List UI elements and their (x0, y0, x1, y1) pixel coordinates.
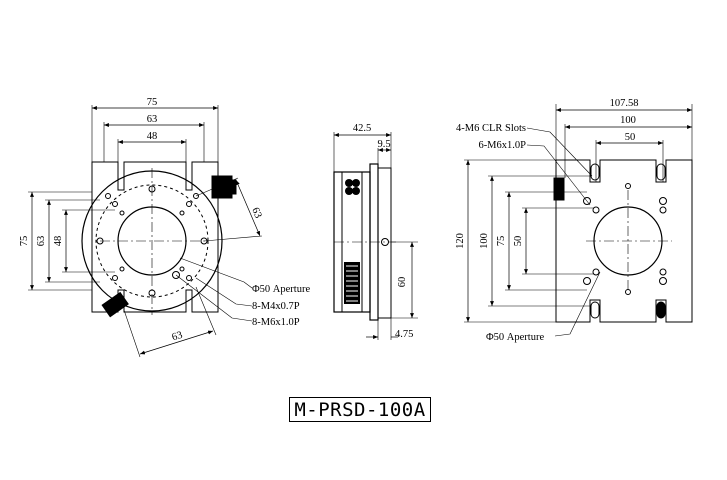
right-dim-120: 120 (455, 233, 466, 249)
right-hole (659, 268, 667, 276)
front-view (28, 105, 263, 358)
leader-clr (526, 127, 593, 177)
leader-aperture-right (554, 271, 601, 337)
front-hole (193, 193, 199, 199)
front-hole (186, 201, 192, 207)
right-slot (590, 301, 600, 319)
right-hole (625, 289, 631, 295)
front-hole (112, 201, 118, 207)
right-dim-50: 50 (513, 236, 524, 247)
front-dim-75-left: 75 (19, 236, 30, 247)
right-hole (659, 197, 667, 205)
side-dim-4-75: 4.75 (395, 329, 413, 340)
model-name-box: M-PRSD-100A (289, 397, 431, 422)
right-dim-50-top: 50 (625, 132, 636, 143)
right-hole (659, 206, 667, 214)
right-knob (553, 177, 565, 201)
right-view (464, 104, 693, 337)
front-knob-lower (101, 291, 129, 318)
front-callout-m6: 8-M6x1.0P (252, 317, 300, 328)
side-dim-42-5: 42.5 (353, 123, 371, 134)
leader-m6-right (526, 144, 591, 206)
front-base-plate (91, 161, 233, 313)
right-hole (659, 277, 667, 285)
front-knob-upper-cap (231, 179, 237, 195)
right-callout-clr: 4-M6 CLR Slots (456, 123, 526, 134)
right-hole (592, 206, 600, 214)
right-hole (583, 277, 591, 285)
front-dim-63-top: 63 (147, 114, 158, 125)
front-hole (172, 271, 180, 279)
right-hole (625, 183, 631, 189)
front-hole (179, 266, 185, 272)
right-dim-100-top: 100 (620, 115, 636, 126)
front-hole (105, 193, 111, 199)
right-slot (656, 301, 666, 319)
side-plate (377, 167, 392, 319)
front-dim-63-left: 63 (36, 236, 47, 247)
leader-m4 (195, 277, 253, 307)
right-callout-aperture: Φ50 Aperture (486, 332, 544, 343)
side-dim-60: 60 (397, 277, 408, 288)
front-dim-75-top: 75 (147, 97, 158, 108)
leader-m6 (175, 274, 253, 322)
front-callout-aperture: Φ50 Aperture (252, 284, 310, 295)
model-name: M-PRSD-100A (294, 398, 426, 421)
right-hole (583, 197, 591, 205)
right-dim-75: 75 (496, 236, 507, 247)
dim-line-63-right (235, 179, 261, 237)
front-dim-63-right: 63 (249, 206, 263, 220)
right-hole (592, 268, 600, 276)
side-view (333, 132, 418, 340)
front-rotary-ring (95, 184, 209, 298)
dim-line-63-bottom (139, 330, 214, 355)
right-dim-100-left: 100 (479, 233, 490, 249)
front-callout-m4: 8-M4x0.7P (252, 301, 300, 312)
front-knob-upper (211, 175, 233, 199)
front-hole (112, 275, 118, 281)
front-hole (186, 275, 192, 281)
side-dim-9-5: 9.5 (377, 139, 390, 150)
right-callout-m6: 6-M6x1.0P (478, 140, 526, 151)
leader-aperture (179, 257, 253, 289)
right-slot (590, 163, 600, 181)
front-hole (119, 266, 125, 272)
front-dim-48-left: 48 (53, 236, 64, 247)
front-hole (96, 237, 104, 245)
right-dim-107-58: 107.58 (610, 98, 639, 109)
front-dim-48-top: 48 (147, 131, 158, 142)
front-hole (148, 185, 156, 193)
right-base-plate (555, 159, 693, 323)
front-dim-63-bottom: 63 (171, 330, 184, 344)
front-hole (119, 210, 125, 216)
front-hole (148, 289, 156, 297)
right-slot (656, 163, 666, 181)
front-hole (179, 210, 185, 216)
side-knurl (344, 179, 360, 304)
